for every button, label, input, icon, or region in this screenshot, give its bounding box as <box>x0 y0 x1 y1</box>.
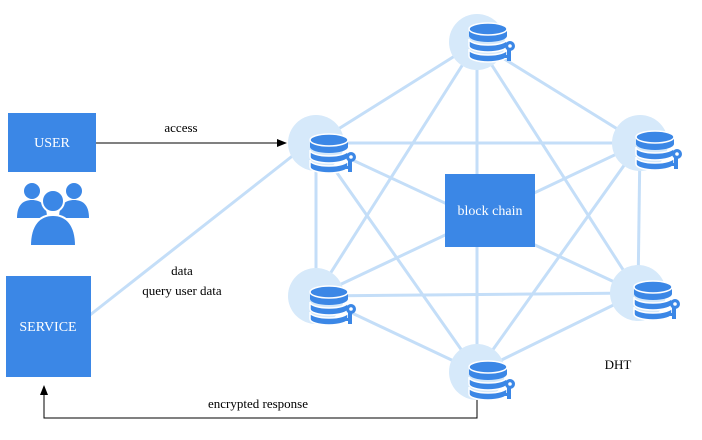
dht-node-right-low <box>610 265 681 321</box>
dht-node-left-low <box>288 268 357 326</box>
encrypted-response-arrow <box>40 385 478 419</box>
link-left-top <box>315 40 478 145</box>
data-label: data <box>171 263 193 278</box>
user-label: USER <box>34 136 70 151</box>
dht-node-top <box>449 14 516 70</box>
service-box <box>6 276 91 377</box>
link-rightlow-bottom <box>476 291 639 374</box>
link-top-rightlow <box>475 41 640 294</box>
dht-node-bottom <box>449 344 516 401</box>
dht-node-right <box>612 115 683 171</box>
dht-node-left <box>288 115 357 174</box>
blockchain-box <box>445 174 535 247</box>
dht-label: DHT <box>605 357 632 372</box>
encrypted-response-label: encrypted response <box>208 396 308 411</box>
link-top-leftlow <box>314 41 479 297</box>
access-label: access <box>164 120 197 135</box>
blockchain-label: block chain <box>458 204 523 219</box>
link-right-bottom <box>475 142 642 373</box>
link-rightlow-leftlow <box>315 291 639 298</box>
user-box <box>8 113 96 172</box>
dht-links <box>89 40 642 374</box>
link-service-node <box>89 148 301 317</box>
query-label: query user data <box>142 283 222 298</box>
service-label: SERVICE <box>19 320 76 335</box>
users-group-icon <box>17 183 89 247</box>
